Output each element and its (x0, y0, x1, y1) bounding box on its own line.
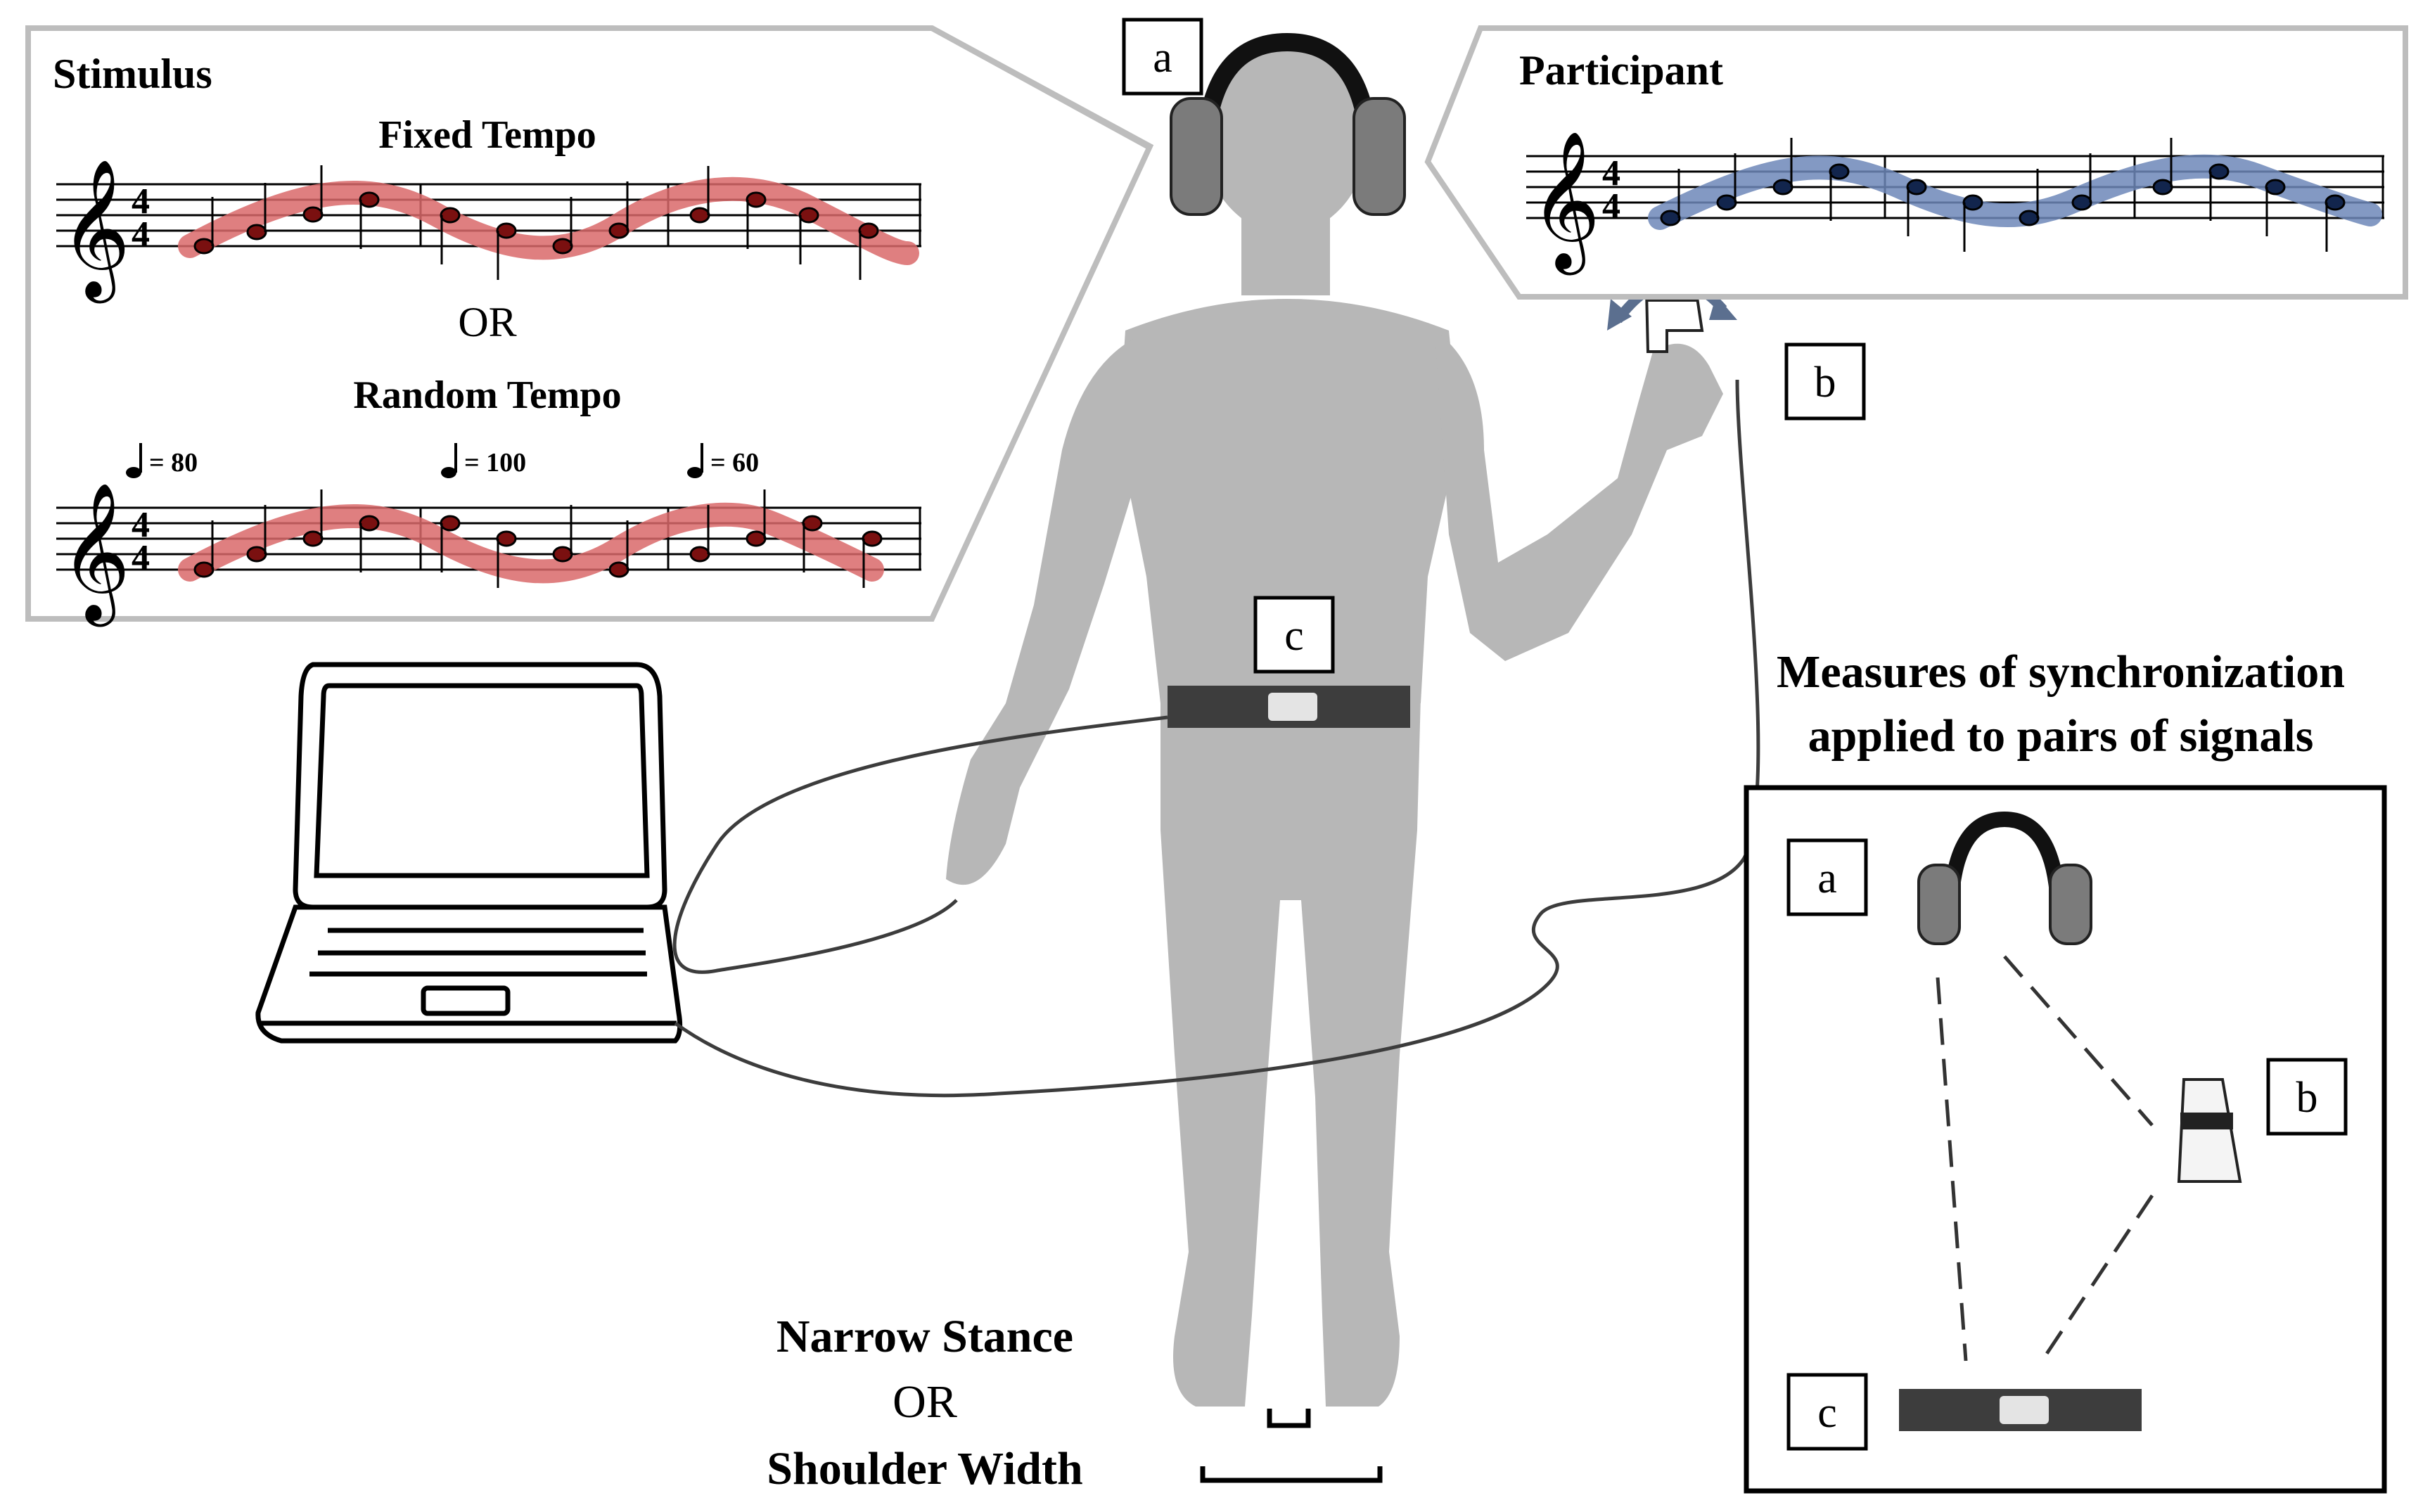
fixed-tempo-staff: 𝄞 4 4 (56, 161, 921, 303)
stimulus-or-label: OR (458, 299, 516, 345)
svg-text:b: b (2296, 1074, 2318, 1122)
tempo-100: = 100 (464, 448, 526, 478)
participant-notes (1660, 138, 2346, 252)
measures-panel: Measures of synchronization applied to p… (1744, 646, 2387, 1494)
shoulder-width-label: Shoulder Width (767, 1443, 1082, 1494)
label-b-main: b (1784, 342, 1866, 421)
svg-text:c: c (1284, 612, 1304, 660)
headphones-icon (1917, 811, 2092, 945)
measures-label-b: b (2266, 1058, 2348, 1136)
measures-label-c: c (1786, 1373, 1868, 1451)
participant-time-top: 4 (1602, 153, 1620, 193)
fixed-tempo-label: Fixed Tempo (378, 113, 596, 157)
time-signature-bottom: 4 (132, 538, 150, 578)
label-a-main: a (1122, 18, 1203, 96)
stance-or-label: OR (893, 1376, 957, 1428)
belt-sensor-icon (1899, 1389, 2142, 1431)
participant-panel: Participant 𝄞 4 4 (1424, 25, 2408, 300)
stimulus-title: Stimulus (53, 51, 212, 97)
measures-label-a: a (1786, 838, 1868, 916)
measures-title-line1: Measures of synchronization (1777, 646, 2345, 698)
sync-pair-lines (1936, 955, 2154, 1366)
cables (672, 379, 1760, 1098)
label-c-main: c (1253, 596, 1335, 674)
svg-text:a: a (1153, 34, 1172, 82)
stance-text: Narrow Stance OR Shoulder Width (767, 1311, 1082, 1494)
stimulus-panel: Stimulus Fixed Tempo OR Random Tempo 𝄞 4… (25, 25, 1154, 627)
treble-clef-icon: 𝄞 (60, 161, 130, 303)
treble-clef-icon: 𝄞 (60, 485, 130, 627)
random-tempo-staff: 𝄞 4 4 (56, 485, 921, 627)
treble-clef-icon: 𝄞 (1530, 133, 1600, 275)
fixed-notes (193, 165, 879, 280)
laptop-icon (255, 662, 683, 1044)
narrow-stance-label: Narrow Stance (776, 1311, 1073, 1362)
svg-text:c: c (1817, 1389, 1837, 1437)
time-signature-bottom: 4 (132, 214, 150, 255)
random-notes (193, 489, 883, 588)
measures-title-line2: applied to pairs of signals (1808, 710, 2314, 762)
svg-text:a: a (1817, 854, 1837, 902)
svg-text:b: b (1815, 359, 1836, 406)
participant-time-bottom: 4 (1602, 186, 1620, 226)
tempo-markings: = 80 = 100 = 60 (126, 443, 759, 478)
time-signature-top: 4 (132, 181, 150, 222)
time-signature-top: 4 (132, 505, 150, 545)
handheld-sensor-icon (2177, 1078, 2242, 1183)
random-tempo-label: Random Tempo (353, 373, 621, 417)
headphones-on-head (1170, 32, 1406, 216)
waist-sensor-belt (1168, 686, 1410, 728)
participant-title: Participant (1519, 47, 1723, 94)
person-silhouette (946, 34, 1723, 1407)
stance-markers (1200, 1409, 1383, 1483)
tempo-60: = 60 (710, 448, 759, 478)
tempo-80: = 80 (149, 448, 198, 478)
